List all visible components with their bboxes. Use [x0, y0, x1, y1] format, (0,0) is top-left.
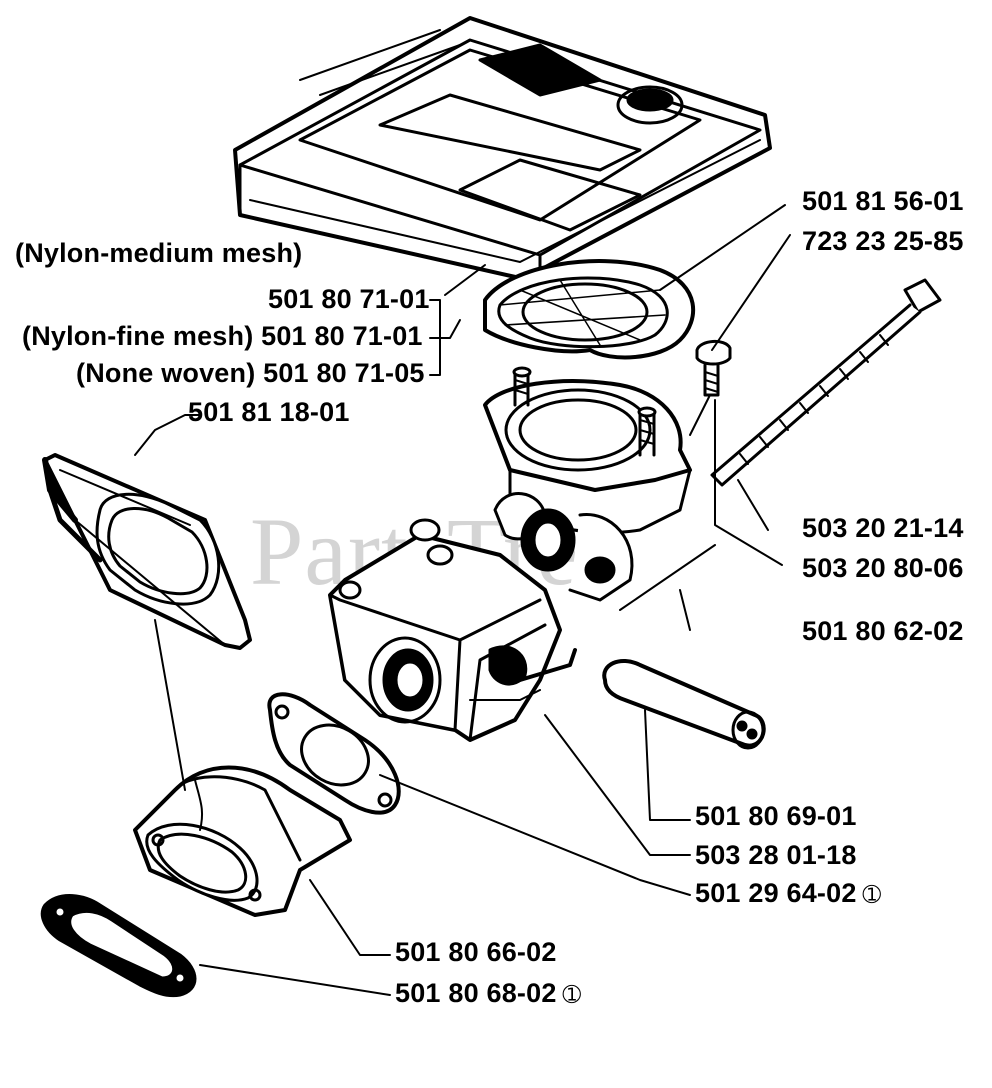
intake-bracket [42, 453, 252, 650]
long-stud [710, 278, 942, 487]
label-501-80-71-01: 501 80 71-01 [268, 284, 430, 314]
label-nylon-fine-mesh: (Nylon-fine mesh) 501 80 71-01 [22, 321, 423, 351]
leader-lines [134, 204, 791, 996]
label-503-20-80-06: 503 20 80-06 [802, 553, 964, 583]
label-723-23-25-85: 723 23 25-85 [802, 226, 964, 256]
label-501-81-56-01: 501 81 56-01 [802, 186, 964, 216]
label-501-80-69-01: 501 80 69-01 [695, 801, 857, 831]
label-none-woven: (None woven) 501 80 71-05 [76, 358, 425, 388]
fuel-hose [602, 659, 766, 750]
footnote-1-icon: ➀ [562, 983, 582, 1008]
small-screw [695, 340, 732, 397]
carb-adapter [483, 366, 692, 602]
label-501-80-66-02: 501 80 66-02 [395, 937, 557, 967]
label-503-20-21-14: 503 20 21-14 [802, 513, 964, 543]
label-501-80-62-02: 501 80 62-02 [802, 616, 964, 646]
part-number-text: 501 80 68-02 [395, 978, 557, 1008]
carburetor [328, 518, 577, 742]
air-filter-cover [233, 16, 772, 280]
filter-mesh [483, 259, 695, 360]
footnote-1-icon: ➀ [862, 883, 882, 908]
label-501-81-18-01: 501 81 18-01 [188, 397, 350, 427]
label-nylon-medium-mesh: (Nylon-medium mesh) [15, 238, 303, 268]
intake-elbow [133, 765, 352, 917]
bottom-gasket [40, 894, 197, 998]
part-number-text: 501 29 64-02 [695, 878, 857, 908]
label-503-28-01-18: 503 28 01-18 [695, 840, 857, 870]
carb-gasket [267, 692, 401, 815]
